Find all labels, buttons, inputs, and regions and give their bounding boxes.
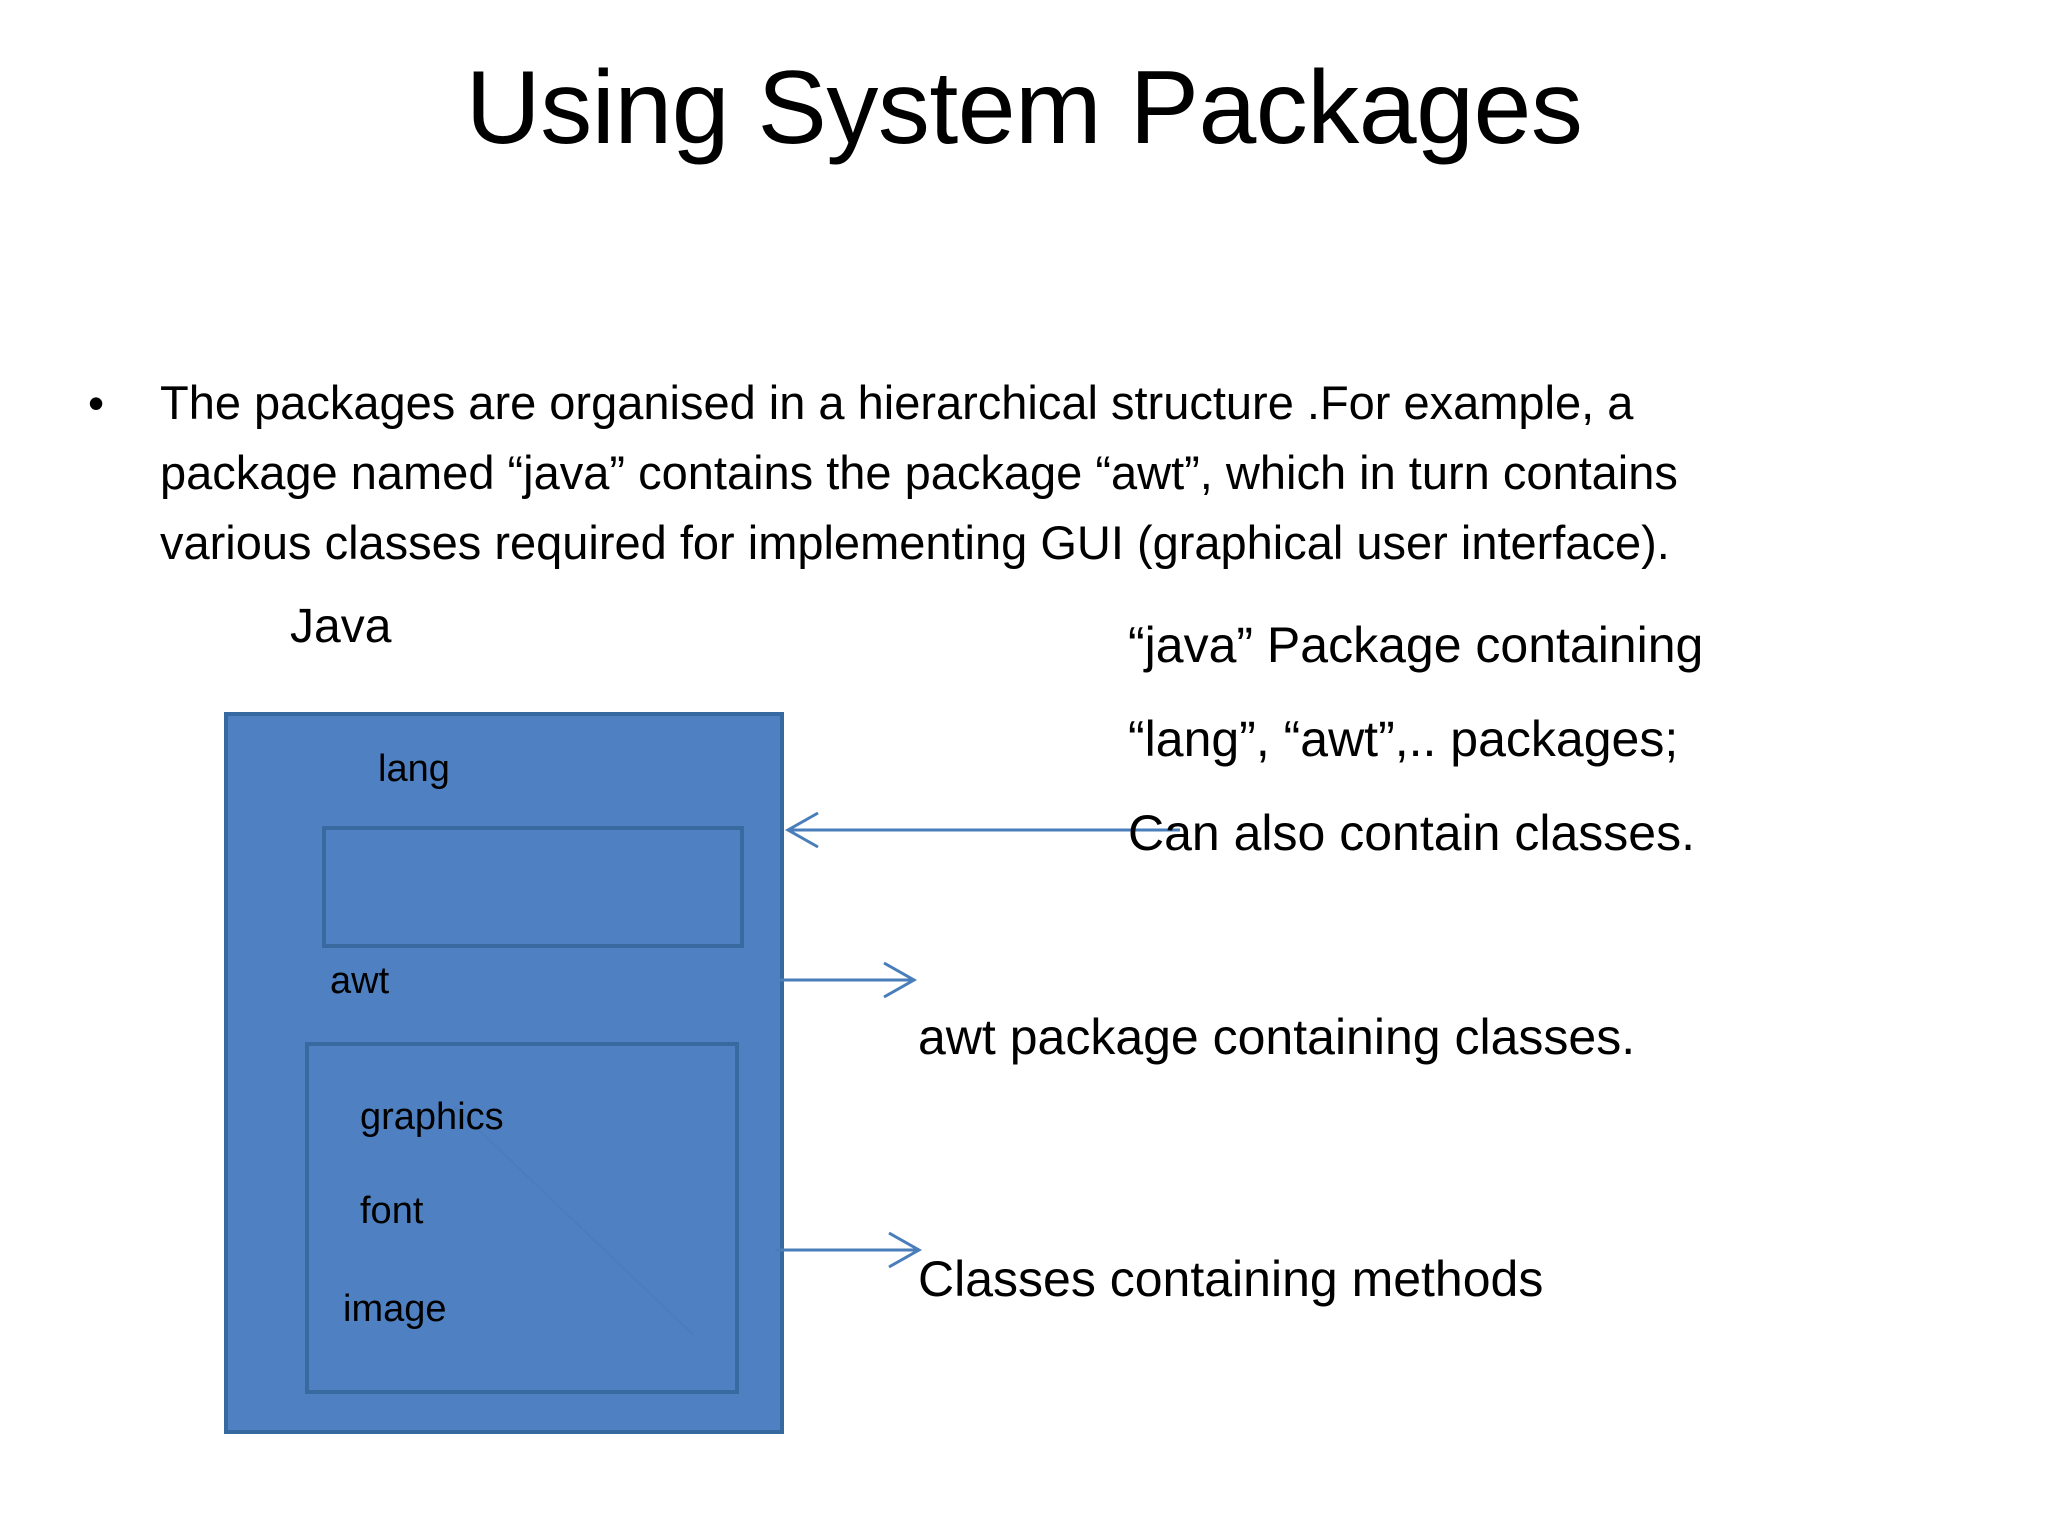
annotation-java-package: “java” Package containing “lang”, “awt”,… <box>1128 598 1703 880</box>
annotation-classes: Classes containing methods <box>918 1232 1543 1326</box>
arrow-to-java-package-icon <box>784 811 1180 849</box>
class-label-font: font <box>360 1190 424 1232</box>
annotation-java-line-3: Can also contain classes. <box>1128 805 1695 861</box>
annotation-java-line-1: “java” Package containing <box>1128 617 1704 673</box>
lang-package-label: lang <box>378 748 450 790</box>
bullet-row: • The packages are organised in a hierar… <box>78 368 1918 578</box>
arrow-to-classes-icon <box>775 1231 923 1269</box>
awt-package-label: awt <box>330 960 390 1002</box>
bullet-marker-icon: • <box>88 377 105 429</box>
arrow-to-awt-package-icon <box>780 961 918 999</box>
lang-package-box <box>322 826 744 948</box>
annotation-java-line-2: “lang”, “awt”,.. packages; <box>1128 711 1679 767</box>
annotation-classes-line-1: Classes containing methods <box>918 1251 1544 1307</box>
annotation-awt-package: awt package containing classes. <box>918 990 1635 1084</box>
class-label-graphics: graphics <box>360 1096 504 1138</box>
annotation-awt-line-1: awt package containing classes. <box>918 1009 1636 1065</box>
page-title: Using System Packages <box>465 50 1583 166</box>
bullet-paragraph: • The packages are organised in a hierar… <box>78 368 1918 578</box>
bullet-text: The packages are organised in a hierarch… <box>160 368 1918 578</box>
bullet-line-1: The packages are organised in a hierarch… <box>160 376 1634 429</box>
bullet-line-2: package named “java” contains the packag… <box>160 446 1678 499</box>
bullet-line-3: various classes required for implementin… <box>160 516 1670 569</box>
awt-package-box <box>305 1042 739 1394</box>
java-diagram-label: Java <box>290 600 392 653</box>
class-label-image: image <box>343 1288 447 1330</box>
